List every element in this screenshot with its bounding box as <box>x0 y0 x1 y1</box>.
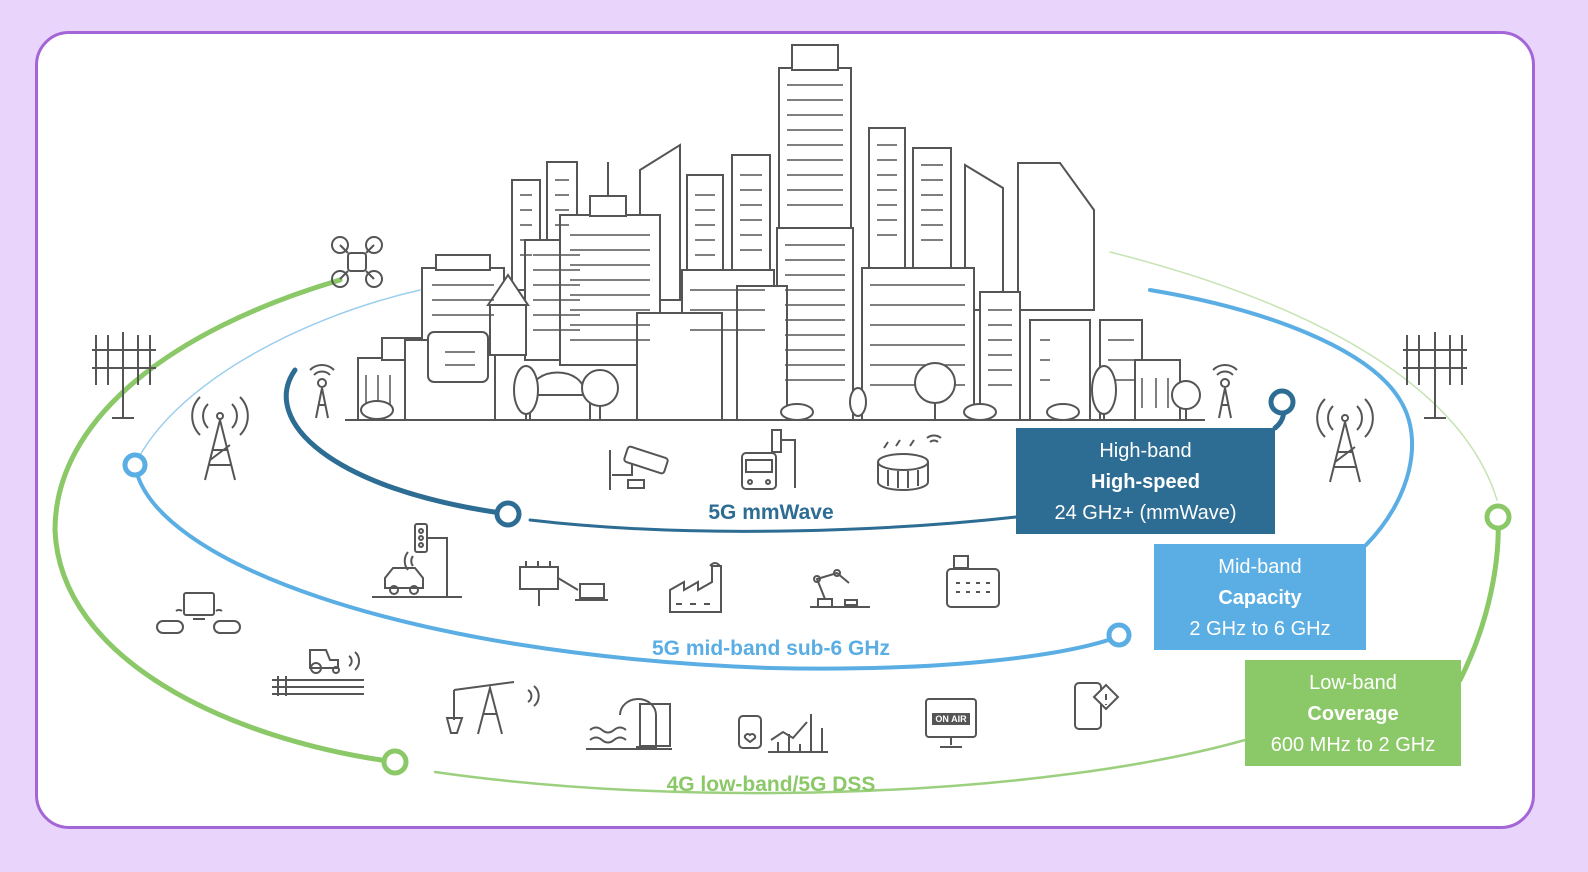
city-skyline-icon <box>357 44 1181 421</box>
mmwave-ring-label: 5G mmWave <box>708 501 833 524</box>
smart-factory-icon <box>669 562 722 613</box>
low-band-title: Low-band <box>1309 672 1397 694</box>
mid-band-frequency: 2 GHz to 6 GHz <box>1189 618 1331 640</box>
low-band-ring-label: 4G low-band/5G DSS <box>667 773 876 796</box>
security-camera-icon <box>609 445 669 490</box>
mid-band-box: Mid-band Capacity 2 GHz to 6 GHz <box>1154 544 1366 650</box>
city-trees <box>360 362 1201 421</box>
low-band-feature: Coverage <box>1307 703 1399 725</box>
robot-arm-icon <box>810 569 870 608</box>
high-band-ring <box>283 367 1296 533</box>
mobile-alert-icon <box>1074 682 1120 730</box>
mid-band-ring <box>122 288 1414 671</box>
low-band-box: Low-band Coverage 600 MHz to 2 GHz <box>1245 660 1461 766</box>
antenna-array-icon <box>92 332 1467 419</box>
high-band-title: High-band <box>1099 440 1192 462</box>
drone-icon <box>331 236 383 288</box>
on-air-label: ON AIR <box>935 714 967 724</box>
point-of-sale-icon <box>946 555 1000 608</box>
mid-band-ring-label: 5G mid-band sub-6 GHz <box>652 637 890 660</box>
high-band-frequency: 24 GHz+ (mmWave) <box>1054 502 1237 524</box>
oil-pump-icon <box>445 681 540 735</box>
low-band-frequency: 600 MHz to 2 GHz <box>1270 734 1436 756</box>
high-band-box: High-band High-speed 24 GHz+ (mmWave) <box>1016 428 1275 534</box>
smart-billboard-icon <box>519 561 608 606</box>
small-cell-icon <box>309 364 1238 419</box>
smart-bus-icon <box>741 429 796 490</box>
mid-band-title: Mid-band <box>1218 556 1302 578</box>
high-band-feature: High-speed <box>1091 471 1200 493</box>
gaming-console-icon <box>156 592 241 634</box>
connected-stadium-icon <box>877 434 942 491</box>
connected-car-icon <box>372 523 462 598</box>
low-band-ring <box>52 251 1512 795</box>
emergency-broadcast-icon: ON AIR <box>925 698 977 748</box>
smart-tractor-icon <box>272 649 364 696</box>
city-windows <box>365 84 1169 408</box>
mid-band-feature: Capacity <box>1218 587 1302 609</box>
cell-tower-icon <box>191 396 1374 483</box>
health-monitor-icon <box>738 714 828 753</box>
water-sensor-icon <box>586 698 672 750</box>
